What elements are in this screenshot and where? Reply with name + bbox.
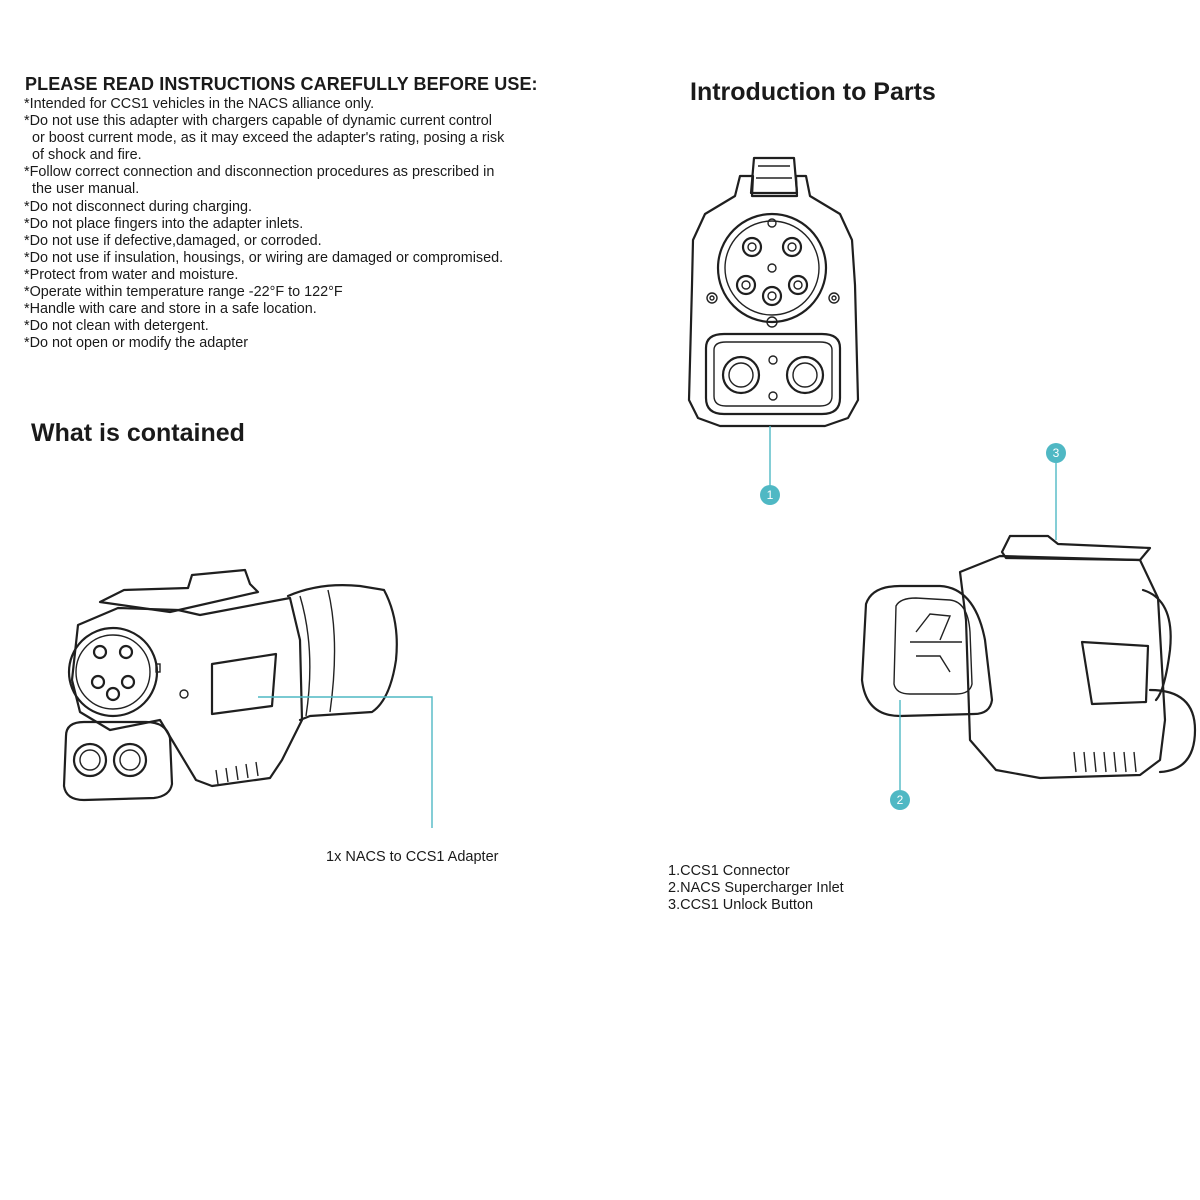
callout-number: 1	[767, 488, 774, 502]
legend-item: 1.CCS1 Connector	[668, 863, 790, 879]
instruction-item: *Do not disconnect during charging.	[24, 198, 252, 215]
instruction-item: *Do not use if insulation, housings, or …	[24, 249, 504, 266]
instruction-item: *Do not use if defective,damaged, or cor…	[24, 232, 322, 249]
adapter-front-view	[687, 156, 860, 428]
instructions-list: *Intended for CCS1 vehicles in the NACS …	[24, 96, 584, 352]
parts-legend: 1.CCS1 Connector 2.NACS Supercharger Inl…	[668, 863, 844, 914]
contents-title: What is contained	[31, 419, 245, 447]
instructions-heading: PLEASE READ INSTRUCTIONS CAREFULLY BEFOR…	[25, 74, 538, 94]
adapter-perspective-view	[62, 568, 398, 802]
instruction-item: *Follow correct connection and disconnec…	[24, 164, 495, 181]
instruction-item: *Intended for CCS1 vehicles in the NACS …	[24, 96, 375, 112]
instruction-item: *Protect from water and moisture.	[24, 266, 239, 283]
parts-title: Introduction to Parts	[690, 78, 936, 106]
instruction-item: of shock and fire.	[24, 147, 142, 164]
callout-3: 3	[1046, 443, 1066, 540]
adapter-caption: 1x NACS to CCS1 Adapter	[326, 849, 499, 865]
caption-leader-line	[258, 696, 433, 828]
legend-item: 3.CCS1 Unlock Button	[668, 897, 814, 913]
instruction-item: *Do not clean with detergent.	[24, 318, 209, 335]
callout-number: 3	[1053, 446, 1060, 460]
instruction-item: *Do not place fingers into the adapter i…	[24, 215, 304, 232]
callout-number: 2	[897, 793, 904, 807]
callout-1: 1	[760, 426, 780, 505]
instruction-item: *Do not use this adapter with chargers c…	[24, 113, 492, 130]
instruction-item: or boost current mode, as it may exceed …	[24, 130, 505, 147]
instruction-item: *Do not open or modify the adapter	[24, 335, 248, 352]
instruction-item: the user manual.	[24, 181, 140, 198]
callout-2: 2	[890, 700, 910, 810]
adapter-side-view	[860, 534, 1197, 780]
instruction-item: *Operate within temperature range -22°F …	[24, 284, 343, 301]
instruction-item: *Handle with care and store in a safe lo…	[24, 301, 317, 318]
legend-item: 2.NACS Supercharger Inlet	[668, 880, 844, 896]
